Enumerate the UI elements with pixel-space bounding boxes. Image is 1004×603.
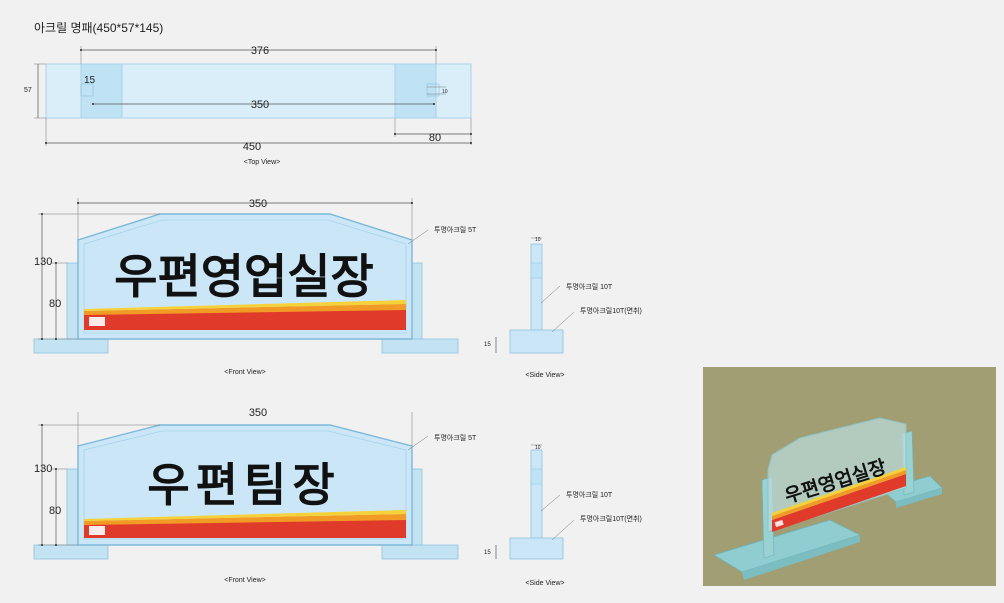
dim-label-15: 15: [84, 75, 96, 86]
front1-panel-inner-edge: [83, 219, 407, 334]
front2-stripe-orange: [84, 514, 406, 525]
side2-callout-bottom: 투명아크릴10T(면취): [580, 514, 642, 523]
side2-dim-label-10: 10: [535, 445, 541, 451]
dim-label-350-top: 350: [251, 99, 269, 111]
front1-base-right: [381, 338, 459, 354]
front-view-2: 우편팀장 350 130 80 투명아크릴 5T <Front View>: [33, 407, 477, 584]
front1-dim-label-80: 80: [49, 298, 61, 310]
dim-label-80-top: 80: [429, 132, 441, 144]
top-view-slot-left: [80, 83, 94, 97]
render-logo: [774, 519, 784, 528]
side2-panel: [530, 449, 543, 539]
dim-label-376: 376: [251, 45, 269, 57]
front2-stripe-yellow: [84, 510, 406, 521]
dim-label-57: 57: [24, 87, 32, 94]
front2-sign-text: 우편팀장: [147, 458, 340, 512]
side2-callout-top: 투명아크릴 10T: [566, 490, 613, 499]
front2-base-left: [33, 544, 109, 560]
dim-label-10-top: 10: [442, 89, 448, 95]
dim-label-450: 450: [243, 141, 261, 153]
front2-callout: 투명아크릴 5T: [434, 433, 477, 442]
front1-stripe-orange: [84, 304, 406, 315]
front2-dim-label-350: 350: [249, 407, 267, 419]
render-3d: 우편영업실장: [703, 367, 996, 586]
drawing-title: 아크릴 명패(450*57*145): [34, 21, 163, 35]
side2-post: [530, 468, 543, 485]
front2-dim-label-80: 80: [49, 505, 61, 517]
front1-callout: 투명아크릴 5T: [434, 225, 477, 234]
front-view-1: 우편영업실장 350 130 80 투명아크릴 5T <Front View>: [33, 198, 477, 376]
top-view-slot-right: [426, 83, 440, 97]
front1-stripe-yellow: [84, 300, 406, 311]
front2-dim-label-130: 130: [34, 463, 52, 475]
top-view-right-block: [394, 63, 437, 119]
side2-dim-label-15: 15: [484, 550, 491, 556]
side-view-1: 10 투명아크릴 10T 투명아크릴10T(면취) 15 <Side View>: [484, 237, 642, 379]
top-view: 376 15 350 10 57 80 450 <Top View>: [24, 45, 472, 166]
side1-caption: <Side View>: [525, 372, 564, 379]
front1-sign-text: 우편영업실장: [114, 250, 373, 305]
side1-callout-bottom: 투명아크릴10T(면취): [580, 306, 642, 315]
front1-dim-label-350: 350: [249, 198, 267, 210]
front1-logo: [89, 317, 105, 326]
front1-base-left: [33, 338, 109, 354]
side1-base: [509, 329, 564, 354]
side-view-2: 10 투명아크릴 10T 투명아크릴10T(면취) 15 <Side View>: [484, 444, 642, 587]
front2-caption: <Front View>: [224, 577, 266, 584]
top-view-caption: <Top View>: [244, 159, 280, 166]
side1-post: [530, 262, 543, 279]
render-stripe-yellow: [772, 467, 906, 516]
render-base-left-edge: [742, 535, 860, 580]
render-stripe-orange: [772, 470, 906, 520]
side1-panel: [530, 243, 543, 331]
front2-logo: [89, 526, 105, 535]
front1-caption: <Front View>: [224, 369, 266, 376]
front2-panel-inner-edge: [83, 430, 407, 540]
render-base-right-edge: [896, 488, 942, 508]
side1-dim-label-15: 15: [484, 342, 491, 348]
side2-base: [509, 537, 564, 560]
side2-caption: <Side View>: [525, 580, 564, 587]
front1-dim-label-130: 130: [34, 256, 52, 268]
render-stripe-red: [772, 474, 906, 532]
side1-dim-label-10: 10: [535, 237, 541, 243]
side1-callout-top: 투명아크릴 10T: [566, 282, 613, 291]
top-view-left-block: [80, 63, 123, 119]
front2-base-right: [381, 544, 459, 560]
